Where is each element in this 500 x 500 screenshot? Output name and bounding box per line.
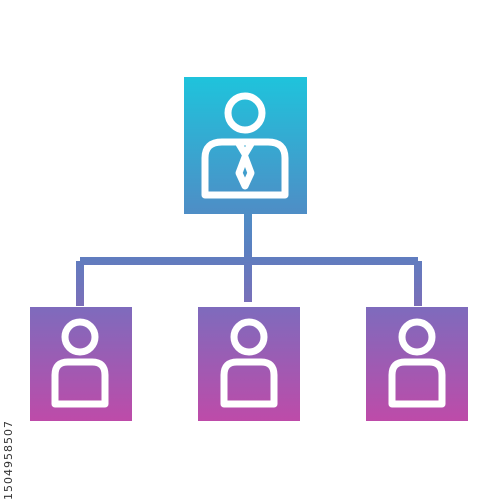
watermark-text: 1504958507 bbox=[2, 420, 15, 500]
manager-tie-icon bbox=[201, 92, 289, 199]
employee-node-center bbox=[198, 307, 300, 421]
employee-node-right bbox=[366, 307, 468, 421]
watermark-id: 1504958507 bbox=[2, 420, 15, 500]
person-icon bbox=[220, 318, 278, 408]
person-icon bbox=[51, 318, 109, 408]
connector-lines bbox=[76, 214, 422, 306]
person-icon bbox=[388, 318, 446, 408]
manager-node bbox=[184, 77, 307, 214]
employee-node-left bbox=[30, 307, 132, 421]
